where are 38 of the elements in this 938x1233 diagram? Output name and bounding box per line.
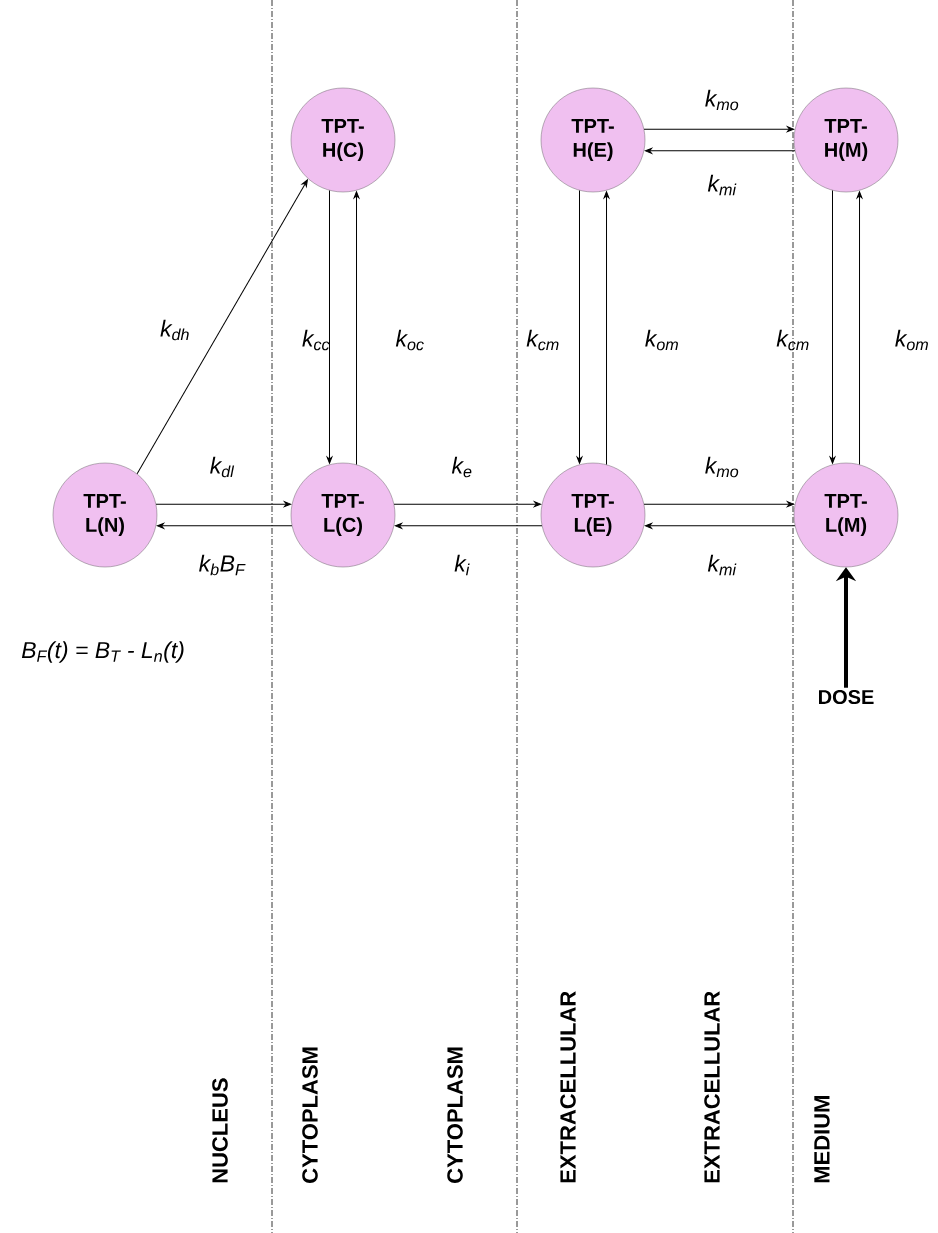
- dose-label: DOSE: [819, 689, 874, 705]
- arrow: [326, 189, 333, 464]
- edge-label: k$_{b}$B$_{F}$: [199, 554, 246, 576]
- arrow: [644, 523, 796, 529]
- edge-label: k$_{mi}$: [707, 554, 737, 576]
- region-label: NUCLEUS: [212, 1078, 228, 1183]
- arrow: [856, 191, 863, 466]
- arrow: [603, 191, 610, 466]
- arrow: [576, 189, 583, 464]
- edge-label: k$_{om}$: [645, 329, 678, 351]
- region-label: MEDIUM: [814, 1096, 830, 1183]
- edge-label: k$_{mi}$: [707, 174, 737, 196]
- edge-label: k$_{i}$: [454, 554, 470, 576]
- edge-label: k$_{e}$: [451, 456, 472, 478]
- arrow: [155, 501, 292, 507]
- arrow: [353, 191, 360, 466]
- arrow: [393, 501, 542, 507]
- arrow: [156, 523, 293, 529]
- region-label: CYTOPLASM: [302, 1047, 318, 1183]
- arrow: [136, 179, 308, 475]
- edge-label: k$_{cm}$: [526, 329, 559, 351]
- arrow: [643, 126, 795, 132]
- edge-label: k$_{dl}$: [210, 456, 235, 478]
- arrow: [829, 189, 836, 464]
- edge-label: k$_{cc}$: [302, 329, 330, 351]
- region-label: EXTRACELLULAR: [704, 991, 720, 1183]
- edge-label: k$_{mo}$: [705, 456, 739, 478]
- arrow: [643, 501, 795, 507]
- arrow: [394, 523, 543, 529]
- edge-label: k$_{cm}$: [776, 329, 809, 351]
- edge-label: k$_{oc}$: [395, 329, 424, 351]
- region-label: CYTOPLASM: [447, 1047, 463, 1183]
- edge-label: k$_{dh}$: [160, 319, 189, 341]
- formula-label: B$_{F}$(t) = B$_{T}$ - L$_{n}$(t): [21, 641, 184, 663]
- edge-label: k$_{om}$: [895, 329, 928, 351]
- arrow: [644, 148, 796, 154]
- edge-label: k$_{mo}$: [705, 89, 739, 111]
- region-label: EXTRACELLULAR: [560, 991, 576, 1183]
